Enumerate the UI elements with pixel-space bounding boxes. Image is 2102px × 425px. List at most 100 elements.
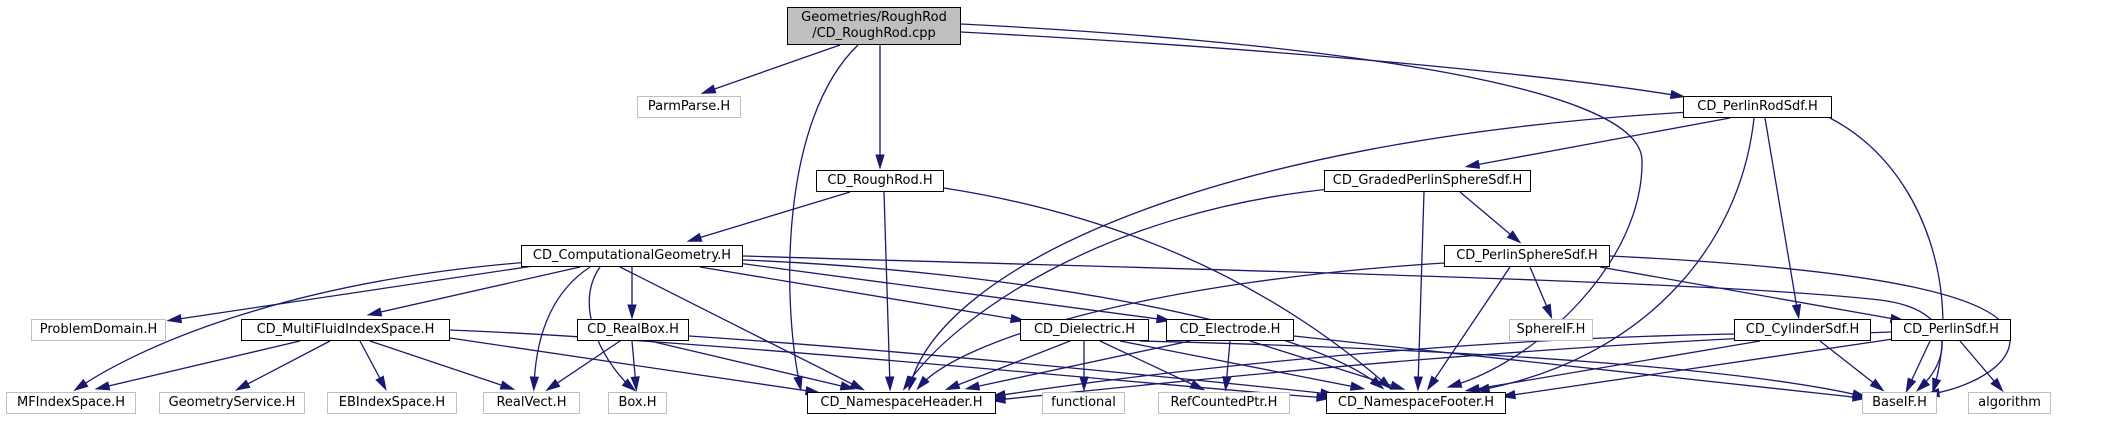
arrowhead-perlinspheresdf-to-sphereif bbox=[1541, 303, 1553, 320]
node-baseif: BaseIF.H bbox=[1862, 392, 1937, 414]
edge-cylindersdf-to-namespacefooter bbox=[1469, 340, 1761, 391]
arrowhead-roughrod-cpp-to-roughrod-h bbox=[875, 154, 885, 170]
edge-computationalgeometry-to-electrode bbox=[729, 261, 1167, 321]
arrowhead-realbox-to-namespaceheader bbox=[839, 381, 856, 391]
arrowhead-perlinrodsdf-to-baseif bbox=[1932, 377, 1942, 394]
edge-dielectric-to-baseif bbox=[1139, 340, 1863, 397]
edge-computationalgeometry-to-problemdomain bbox=[171, 264, 541, 321]
arrowhead-dielectric-to-namespacefooter bbox=[1349, 381, 1366, 391]
edge-realbox-to-namespacefooter bbox=[688, 335, 1331, 395]
edge-roughrod-h-to-computationalgeometry bbox=[691, 191, 851, 241]
node-algorithm: algorithm bbox=[1968, 392, 2051, 414]
arrowhead-electrode-to-namespacefooter bbox=[1389, 380, 1406, 390]
arrowhead-perlinsdf-to-algorithm bbox=[1990, 377, 2004, 393]
edge-dielectric-to-refcountedptr bbox=[1099, 340, 1201, 389]
edge-perlinrodsdf-to-gradedperlinsphere bbox=[1469, 117, 1731, 167]
node-realbox[interactable]: CD_RealBox.H bbox=[577, 319, 689, 341]
edge-dielectric-to-namespacefooter bbox=[1119, 340, 1361, 389]
arrowhead-dielectric-to-refcountedptr bbox=[1189, 379, 1206, 391]
arrowhead-computationalgeometry-to-mfindexspace bbox=[73, 378, 89, 392]
node-roughrod-cpp-line2: /CD_RoughRod.cpp bbox=[812, 26, 936, 41]
node-roughrod-cpp[interactable]: Geometries/RoughRod /CD_RoughRod.cpp bbox=[787, 7, 961, 45]
node-multifluidindexspace[interactable]: CD_MultiFluidIndexSpace.H bbox=[241, 319, 450, 341]
node-parmparse: ParmParse.H bbox=[637, 96, 741, 118]
edge-perlinsdf-to-namespacefooter bbox=[1505, 337, 1901, 397]
edge-computationalgeometry-to-realvect bbox=[533, 266, 591, 387]
edge-multifluidindexspace-to-namespaceheader bbox=[449, 337, 816, 393]
edge-perlinrodsdf-to-cylindersdf bbox=[1764, 117, 1799, 315]
arrowhead-roughrod-cpp-to-perlinrodsdf bbox=[1669, 89, 1686, 100]
node-functional: functional bbox=[1042, 392, 1125, 414]
node-sphereif: SphereIF.H bbox=[1509, 319, 1593, 341]
arrowhead-roughrod-cpp-to-namespaceheader bbox=[793, 375, 803, 392]
edge-multifluidindexspace-to-realvect bbox=[369, 340, 511, 389]
edge-roughrod-cpp-to-perlinrodsdf bbox=[960, 31, 1681, 97]
node-gradedperlinspheresdf[interactable]: CD_GradedPerlinSphereSdf.H bbox=[1324, 170, 1531, 192]
arrowhead-multifluidindexspace-to-ebindexspace bbox=[375, 375, 387, 391]
arrowhead-gradedperlinsphere-to-perlinspheresdf bbox=[1506, 230, 1522, 244]
arrowhead-realbox-to-realvect bbox=[545, 378, 561, 392]
edge-computationalgeometry-to-multifluidindexspace bbox=[371, 266, 581, 315]
node-namespacefooter[interactable]: CD_NamespaceFooter.H bbox=[1326, 392, 1506, 414]
node-perlinsdf[interactable]: CD_PerlinSdf.H bbox=[1891, 319, 2011, 341]
arrowhead-computationalgeometry-to-realvect bbox=[529, 376, 539, 392]
arrowhead-perlinsdf-to-baseif bbox=[1905, 377, 1917, 394]
node-cylindersdf[interactable]: CD_CylinderSdf.H bbox=[1734, 319, 1871, 341]
edge-roughrod-h-to-namespaceheader bbox=[883, 191, 891, 387]
node-problemdomain: ProblemDomain.H bbox=[31, 319, 166, 341]
edge-computationalgeometry-to-namespacefooter bbox=[742, 259, 1381, 387]
arrowhead-perlinrodsdf-to-gradedperlinsphere bbox=[1464, 159, 1481, 169]
arrowhead-roughrod-h-to-computationalgeometry bbox=[686, 232, 703, 242]
edge-realbox-to-namespaceheader bbox=[649, 340, 851, 389]
node-roughrod-h[interactable]: CD_RoughRod.H bbox=[816, 170, 944, 192]
arrowhead-perlinspheresdf-to-namespacefooter bbox=[1426, 375, 1440, 391]
edge-gradedperlinsphere-to-namespaceheader bbox=[905, 187, 1341, 387]
arrowhead-cylindersdf-to-namespacefooter bbox=[1464, 383, 1481, 393]
node-perlinspheresdf[interactable]: CD_PerlinSphereSdf.H bbox=[1444, 245, 1610, 267]
edge-perlinspheresdf-to-perlinsdf bbox=[1599, 266, 1901, 321]
arrowhead-electrode-to-namespaceheader bbox=[964, 381, 981, 391]
edge-computationalgeometry-to-namespaceheader bbox=[619, 266, 861, 389]
edge-gradedperlinsphere-to-namespacefooter bbox=[1417, 191, 1425, 387]
arrowhead-computationalgeometry-to-baseif bbox=[1915, 378, 1931, 392]
arrowhead-perlinsdf-to-namespaceheader bbox=[990, 394, 1006, 404]
arrowhead-roughrod-cpp-to-parmparse bbox=[700, 84, 717, 94]
arrowhead-cylindersdf-to-baseif bbox=[1869, 378, 1885, 392]
edge-perlinsdf-to-algorithm bbox=[1959, 340, 2001, 389]
arrowhead-perlinspheresdf-to-namespaceheader bbox=[916, 375, 930, 391]
edge-cylindersdf-to-namespaceheader bbox=[995, 333, 1735, 397]
node-electrode[interactable]: CD_Electrode.H bbox=[1166, 319, 1294, 341]
arrowhead-roughrod-h-to-namespaceheader bbox=[885, 376, 895, 392]
arrowhead-computationalgeometry-to-box bbox=[621, 378, 637, 392]
edge-dielectric-to-namespaceheader bbox=[949, 340, 1071, 389]
arrowhead-multifluidindexspace-to-realvect bbox=[499, 380, 516, 390]
node-realvect: RealVect.H bbox=[483, 392, 580, 414]
edge-electrode-to-namespaceheader bbox=[969, 340, 1191, 389]
arrowhead-multifluidindexspace-to-geometryservice bbox=[235, 379, 251, 391]
arrowhead-roughrod-cpp-to-namespacefooter bbox=[1446, 378, 1463, 388]
edge-perlinspheresdf-to-namespacefooter bbox=[1429, 266, 1511, 387]
node-namespaceheader[interactable]: CD_NamespaceHeader.H bbox=[807, 392, 996, 414]
node-box: Box.H bbox=[608, 392, 667, 414]
edge-electrode-to-baseif bbox=[1293, 335, 1863, 399]
edge-roughrod-cpp-to-namespaceheader bbox=[789, 44, 859, 387]
node-refcountedptr: RefCountedPtr.H bbox=[1158, 392, 1290, 414]
node-dielectric[interactable]: CD_Dielectric.H bbox=[1020, 319, 1149, 341]
arrowhead-computationalgeometry-to-multifluidindexspace bbox=[366, 307, 383, 317]
node-perlinrodsdf[interactable]: CD_PerlinRodSdf.H bbox=[1683, 96, 1832, 118]
arrowhead-computationalgeometry-to-namespaceheader bbox=[849, 379, 866, 391]
edge-computationalgeometry-to-dielectric bbox=[699, 266, 1021, 321]
edge-perlinrodsdf-to-namespacefooter bbox=[1479, 117, 1755, 391]
node-computationalgeometry[interactable]: CD_ComputationalGeometry.H bbox=[521, 245, 743, 267]
edge-realbox-to-realvect bbox=[549, 340, 621, 389]
edge-perlinspheresdf-to-namespaceheader bbox=[919, 261, 1461, 387]
edge-multifluidindexspace-to-mfindexspace bbox=[99, 340, 301, 389]
node-mfindexspace: MFIndexSpace.H bbox=[6, 392, 136, 414]
node-ebindexspace: EBIndexSpace.H bbox=[327, 392, 457, 414]
edge-electrode-to-namespacefooter bbox=[1249, 340, 1401, 389]
edge-roughrod-h-to-namespacefooter bbox=[943, 187, 1389, 387]
arrowhead-gradedperlinsphere-to-namespaceheader bbox=[902, 375, 916, 391]
node-geometryservice: GeometryService.H bbox=[159, 392, 305, 414]
